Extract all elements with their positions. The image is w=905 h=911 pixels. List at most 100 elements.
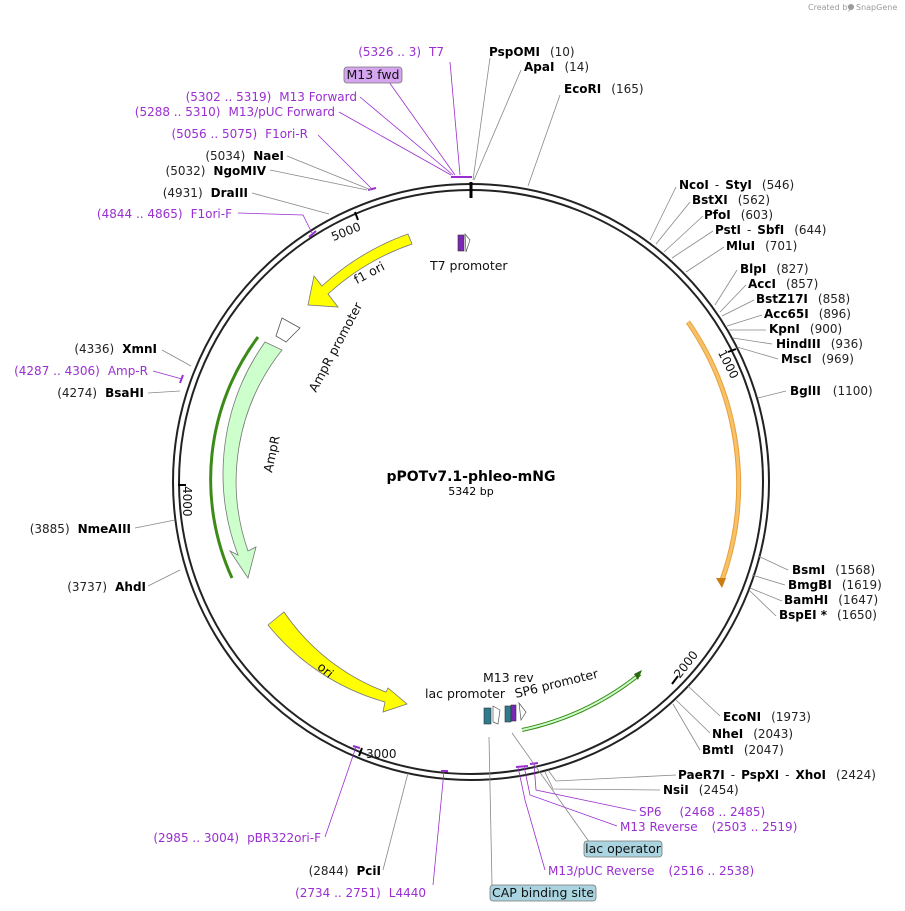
- leader-bspei: [748, 589, 777, 617]
- leader-ecori: [527, 94, 561, 187]
- leader-amp-r: [152, 370, 183, 380]
- primer-f1ori-r: (5056 .. 5075)F1ori-R: [171, 127, 308, 141]
- leader-blpi: [714, 269, 738, 306]
- ampr-arrow: [222, 341, 283, 579]
- lac-promoter-arrow: [492, 705, 501, 725]
- site-nsii: NsiI(2454): [663, 783, 739, 797]
- leader-lac-operator: [511, 732, 591, 844]
- leader-bmgbi: [751, 574, 786, 586]
- leader-bsmi: [757, 555, 789, 571]
- cap-binding-site-box-bg: [489, 884, 597, 902]
- leader-l4440: [432, 770, 445, 886]
- site-leaders: [134, 57, 789, 886]
- leader-nhei: [675, 699, 711, 734]
- cap-binding-site-box: CAP binding site: [489, 884, 597, 902]
- site-pspomi: PspOMI(10): [489, 45, 575, 59]
- lac-operator-box: lac operator: [583, 840, 663, 858]
- snapgene-logo-icon: [848, 4, 854, 10]
- site-acci: AccI(857): [748, 277, 818, 291]
- primer-amp-r: (4287 .. 4306)Amp-R: [14, 364, 148, 378]
- site-psti-sbfi: PstI-SbfI(644): [715, 223, 826, 237]
- leader-cap: [488, 736, 493, 886]
- leader-nmeaiii: [134, 519, 176, 529]
- leader-pcii: [382, 772, 409, 871]
- tick-2000: [671, 675, 679, 685]
- leader-apai: [473, 69, 522, 181]
- leader-ngomiv: [269, 169, 368, 191]
- tick-1000: [727, 348, 737, 353]
- leader-xmni: [161, 349, 192, 367]
- m13-fwd-label: M13 fwd: [346, 67, 399, 82]
- credit-text: Created by: [808, 3, 852, 12]
- snapgene-credit: Created by SnapGene: [808, 3, 897, 12]
- leader-acc65i: [726, 314, 763, 327]
- primer-m13puc-forward: (5288 .. 5310)M13/pUC Forward: [135, 105, 335, 119]
- lac-operator-box-bg: [583, 840, 663, 858]
- site-econi: EcoNI(1973): [723, 710, 811, 724]
- lac-promoter-label: lac promoter: [425, 686, 506, 701]
- primer-l4440: (2734 .. 2751)L4440: [295, 886, 426, 900]
- leader-acci: [719, 284, 747, 313]
- site-nmeaiii: (3885)NmeAIII: [30, 522, 131, 536]
- leader-m13fwd: [388, 81, 456, 176]
- leader-sp6: [533, 763, 637, 812]
- site-bamhi: BamHI(1647): [784, 593, 878, 607]
- site-draiii: (4931)DraIII: [163, 186, 248, 200]
- orange-feature-head: [716, 578, 726, 588]
- site-apai: ApaI(14): [524, 60, 589, 74]
- leader-econi: [687, 685, 721, 717]
- ampr-promoter-label: AmpR promoter: [305, 299, 365, 394]
- primer-m13puc-reverse: M13/pUC Reverse(2516 .. 2538): [548, 864, 754, 878]
- ampr-promoter-arrow: [275, 317, 301, 343]
- primer-labels: (5326 .. 3)T7 (5302 .. 5319)M13 Forward …: [14, 45, 797, 900]
- leader-ahdi: [147, 569, 181, 587]
- leader-m13puc-forward: [338, 111, 452, 176]
- primer-m13-reverse: M13 Reverse(2503 .. 2519): [620, 820, 797, 834]
- leader-bstxi: [655, 201, 691, 245]
- lac-operator-block: [483, 707, 492, 725]
- leader-m13puc-reverse: [517, 766, 546, 871]
- sp6-promoter-arrow: [518, 701, 527, 722]
- site-ahdi: (3737)AhdI: [67, 580, 146, 594]
- t7-promoter-label: T7 promoter: [429, 258, 508, 273]
- primer-pbr322ori-f: (2985 .. 3004)pBR322ori-F: [153, 831, 321, 845]
- site-bmti: BmtI(2047): [702, 743, 784, 757]
- leader-m13reverse: [523, 765, 618, 827]
- site-mlui: MluI(701): [726, 239, 797, 253]
- site-pfoi: PfoI(603): [704, 208, 773, 222]
- green-feature-head: [634, 670, 642, 680]
- m13-fwd-box: M13 fwd: [343, 66, 403, 84]
- site-bsahi: (4274)BsaHI: [57, 386, 144, 400]
- leader-pspomi: [472, 57, 491, 181]
- leader-psti: [671, 230, 714, 259]
- plasmid-name: pPOTv7.1-phleo-mNG: [387, 469, 556, 485]
- primer-m13-forward: (5302 .. 5319)M13 Forward: [186, 90, 357, 104]
- leader-bsahi: [147, 390, 181, 394]
- leader-ncoi: [649, 186, 677, 241]
- tick-label-3000: 3000: [366, 747, 397, 761]
- site-xmni: (4336)XmnI: [74, 342, 157, 356]
- site-msci: MscI(969): [781, 352, 854, 366]
- leader-naei: [286, 155, 372, 191]
- leader-msci: [736, 346, 779, 360]
- leader-bglii: [757, 390, 787, 399]
- primer-t7: (5326 .. 3)T7: [358, 45, 444, 59]
- ori-arrow: [267, 611, 408, 713]
- primer-f1ori-f: (4844 .. 4865)F1ori-F: [97, 207, 232, 221]
- leader-nsii: [544, 771, 661, 791]
- leader-m13-forward: [359, 96, 454, 176]
- f1-ori-arrow: [307, 233, 413, 308]
- orange-feature-arc-inner: [686, 321, 741, 581]
- site-bstxi: BstXI(562): [692, 193, 770, 207]
- tick-label-4000: 4000: [180, 486, 194, 517]
- site-bmgbi: BmgBI(1619): [788, 578, 882, 592]
- t7-promoter-block: [457, 234, 465, 252]
- ampr-line: [209, 336, 260, 579]
- primer-mark-f1ori-f: [308, 230, 317, 238]
- green-feature-arc-inner: [521, 673, 641, 731]
- m13-fwd-box-bg: [343, 66, 403, 84]
- primer-mark-pbr322: [352, 745, 361, 749]
- sp6-block: [510, 704, 517, 722]
- leader-hindiii: [732, 337, 773, 345]
- site-acc65i: Acc65I(896): [764, 307, 851, 321]
